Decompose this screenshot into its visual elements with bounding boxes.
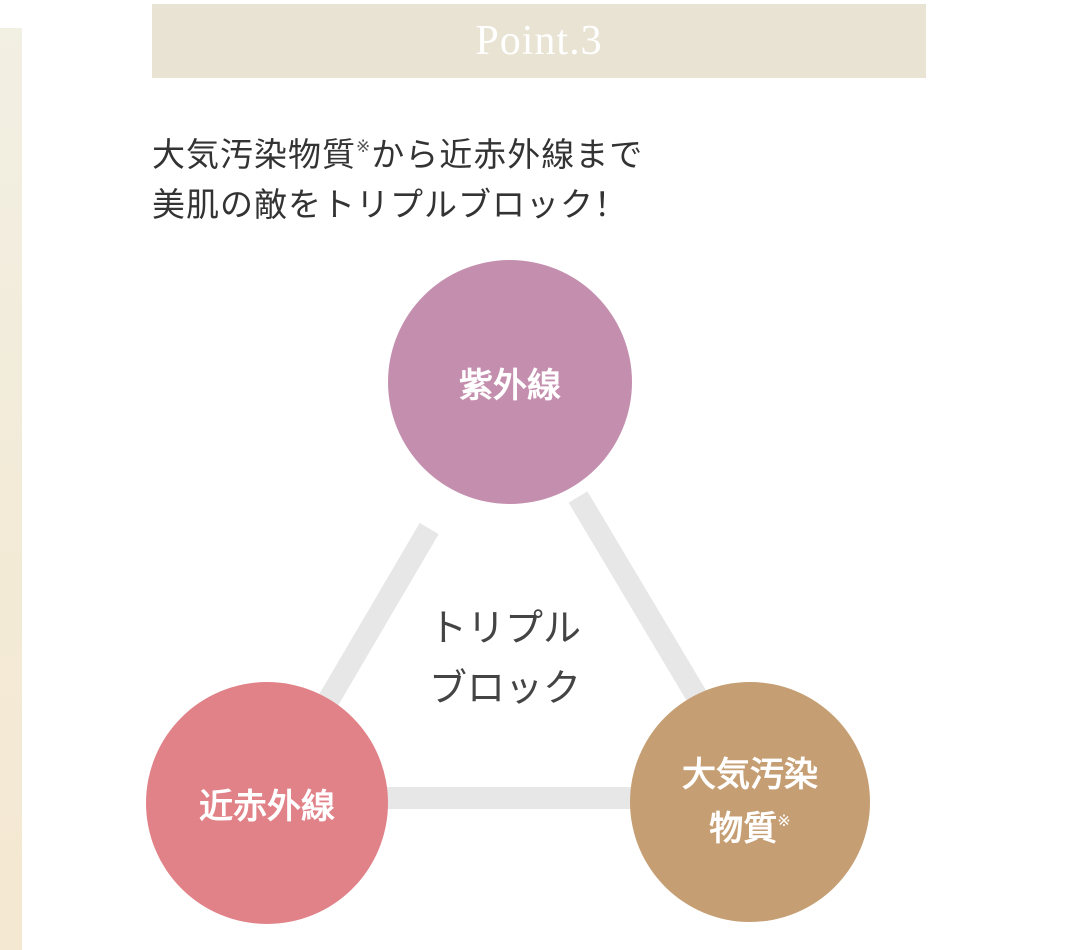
node-pollution: 大気汚染 物質※ [630,682,870,922]
node-pollution-note-mark: ※ [777,811,791,830]
node-pollution-line-2: 物質※ [682,798,818,852]
headline-line-1: 大気汚染物質※から近赤外線まで [152,122,852,180]
center-label-line-2: ブロック [428,666,581,710]
node-near-infrared: 近赤外線 [146,682,388,924]
center-label: トリプル ブロック [420,598,590,718]
node-uv-label: 紫外線 [459,365,561,406]
point-title: Point.3 [475,18,603,64]
point-banner: Point.3 [152,4,926,78]
node-uv: 紫外線 [388,260,632,504]
headline-line-1-rest: から近赤外線まで [371,135,644,174]
node-pollution-line-1: 大気汚染 [682,755,818,795]
node-pollution-line-2-text: 物質 [709,809,778,849]
connector-bottom [380,787,650,809]
headline-line-2: 美肌の敵をトリプルブロック！ [152,185,628,224]
headline-note-mark: ※ [356,137,372,157]
headline: 大気汚染物質※から近赤外線まで 美肌の敵をトリプルブロック！ [152,122,852,230]
node-near-infrared-label: 近赤外線 [199,786,335,827]
headline-line-1-main: 大気汚染物質 [152,135,356,174]
side-panel [0,28,22,950]
center-label-line-1: トリプル [428,606,581,650]
